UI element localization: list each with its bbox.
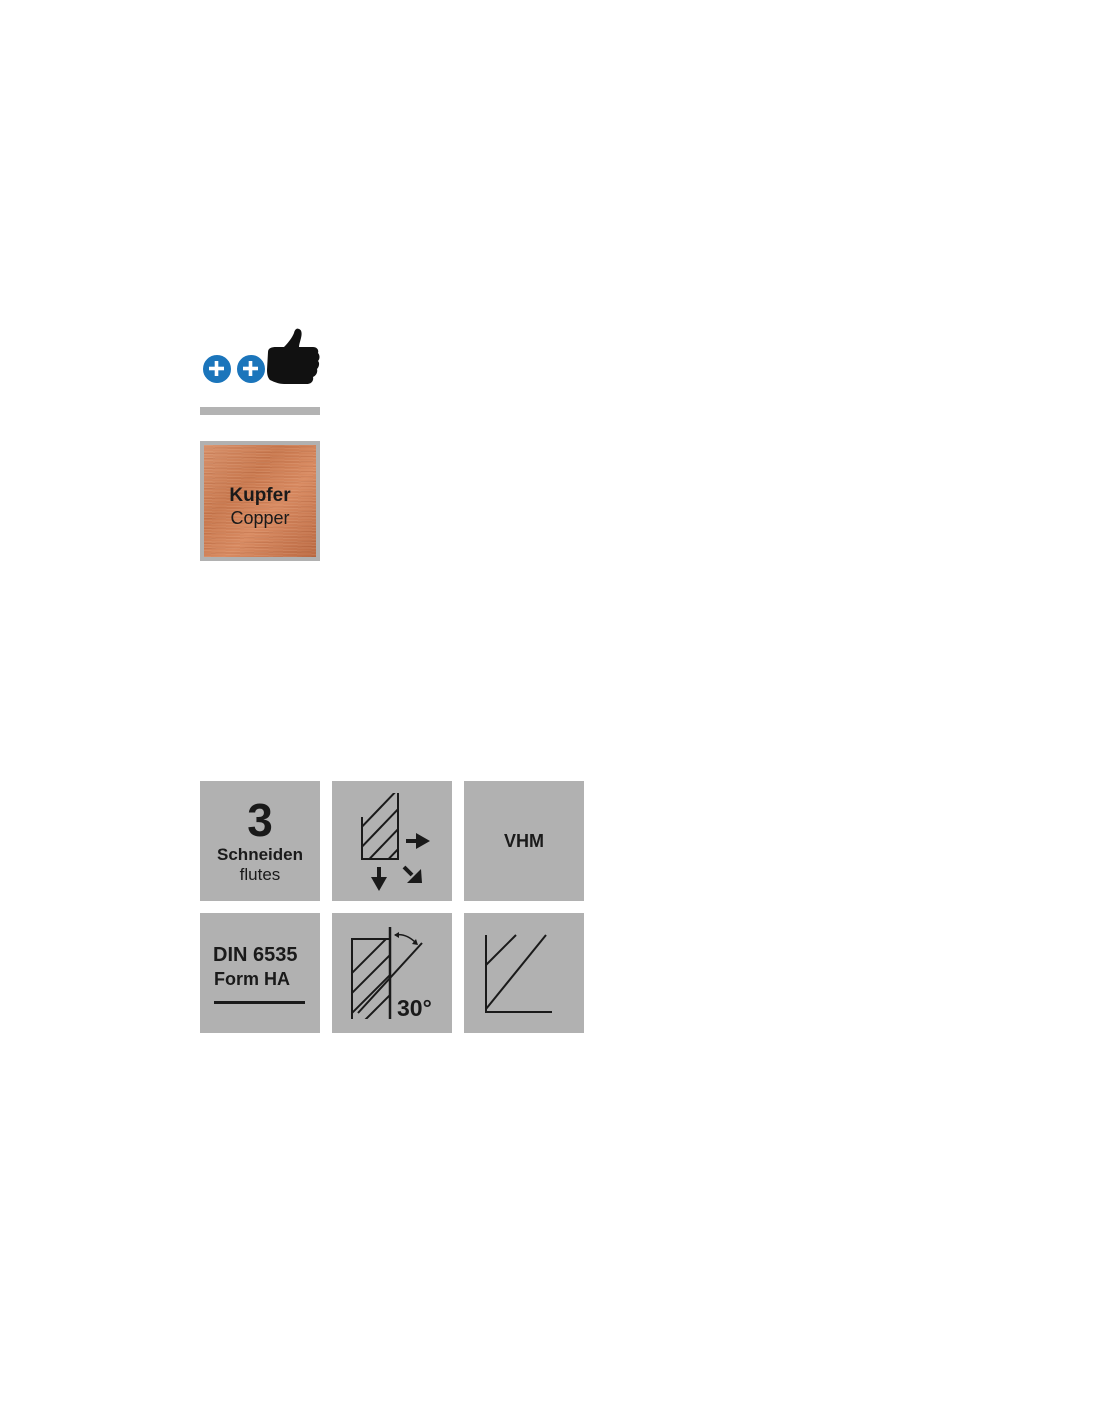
rating-badge — [200, 326, 322, 390]
helix-angle-icon — [351, 927, 423, 1019]
flutes-label-en: flutes — [239, 865, 281, 884]
material-tile: Kupfer Copper — [200, 441, 320, 561]
helix-angle-label: 30° — [397, 995, 432, 1021]
divider — [200, 407, 320, 415]
standard-line-2: Form HA — [214, 969, 290, 989]
plus-icon — [236, 354, 266, 384]
cutting-direction-icon — [361, 793, 430, 891]
plus-icon — [202, 354, 232, 384]
standard-tile: DIN 6535 Form HA — [200, 913, 320, 1033]
material-name-en: Copper — [230, 508, 290, 528]
helix-angle-tile: 30° — [332, 913, 452, 1033]
material-code: VHM — [504, 831, 544, 851]
flutes-tile: 3 Schneiden flutes — [200, 781, 320, 901]
cutting-direction-tile — [332, 781, 452, 901]
standard-underline — [214, 1001, 305, 1004]
standard-line-1: DIN 6535 — [213, 944, 298, 966]
material-name-de: Kupfer — [229, 485, 291, 506]
flutes-label-de: Schneiden — [217, 845, 303, 864]
thumbs-up-icon — [264, 326, 322, 388]
edge-chamfer-tile — [464, 913, 584, 1033]
edge-chamfer-icon — [485, 934, 552, 1013]
material-code-tile: VHM — [464, 781, 584, 901]
flutes-count: 3 — [247, 794, 273, 846]
